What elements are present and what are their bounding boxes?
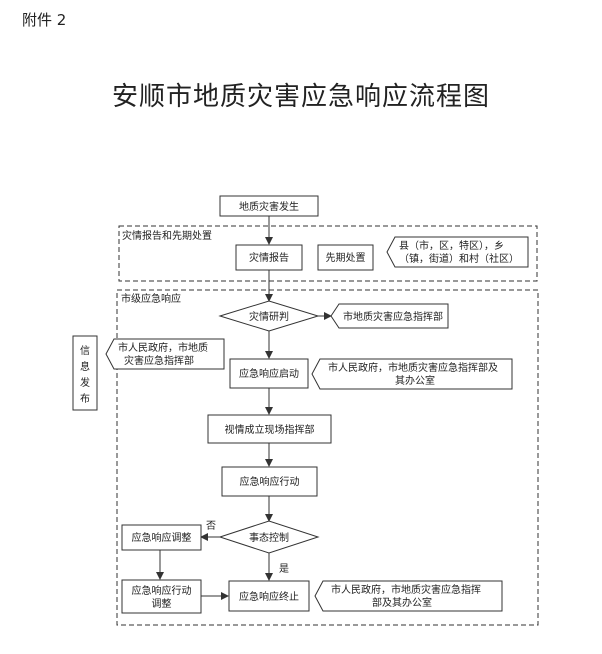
node-action-adjust	[121, 579, 202, 614]
node-early-label: 先期处置	[326, 252, 366, 264]
section-report-label: 灾情报告和先期处置	[122, 229, 212, 242]
node-end-label: 应急响应终止	[239, 590, 299, 603]
node-launch-label: 应急响应启动	[239, 367, 299, 380]
node-judge-label: 灾情研判	[249, 310, 289, 323]
node-adjust-label: 应急响应调整	[132, 531, 192, 544]
node-action-adjust-line2: 调整	[152, 597, 172, 610]
node-control-label: 事态控制	[249, 531, 289, 544]
note-county	[386, 236, 529, 268]
node-action-adjust-line1: 应急响应行动	[132, 584, 192, 597]
node-report	[235, 244, 303, 271]
node-action	[221, 466, 318, 497]
node-action-label: 应急响应行动	[240, 475, 300, 488]
section-city-label: 市级应急响应	[121, 292, 181, 305]
node-adjust	[121, 524, 202, 551]
note-gov-left-line1: 市人民政府，市地质	[118, 341, 208, 354]
note-hq	[330, 303, 449, 329]
node-info	[72, 335, 98, 411]
node-field-hq	[207, 414, 332, 444]
page-title: 安顺市地质灾害应急响应流程图	[111, 82, 490, 112]
node-start	[219, 195, 319, 217]
section-report-box	[118, 225, 538, 282]
note-gov-launch	[311, 358, 513, 390]
node-info-char3: 发	[80, 376, 90, 389]
note-gov-end-line1: 市人民政府，市地质灾害应急指挥	[331, 583, 481, 596]
node-early	[317, 244, 374, 271]
note-gov-launch-line2: 其办公室	[395, 374, 435, 387]
note-hq-label: 市地质灾害应急指挥部	[343, 310, 443, 323]
note-county-line2: （镇，街道）和村（社区）	[399, 252, 519, 265]
node-end	[228, 580, 310, 612]
node-field-hq-label: 视情成立现场指挥部	[225, 423, 315, 436]
edge-label-yes: 是	[279, 563, 289, 575]
node-info-char1: 信	[80, 345, 90, 357]
node-judge	[218, 300, 320, 332]
node-report-label: 灾情报告	[249, 251, 289, 264]
node-start-label: 地质灾害发生	[239, 200, 299, 213]
attachment-label: 附件 2	[22, 11, 67, 29]
node-info-char4: 布	[80, 393, 90, 405]
node-control	[218, 520, 320, 554]
node-launch	[229, 358, 309, 389]
edge-label-no: 否	[206, 520, 216, 532]
note-county-line1: 县（市，区，特区），乡	[399, 239, 504, 252]
note-gov-end-line2: 部及其办公室	[372, 596, 432, 609]
note-gov-left-line2: 灾害应急指挥部	[124, 354, 194, 367]
note-gov-end	[314, 580, 503, 612]
note-gov-launch-line1: 市人民政府，市地质灾害应急指挥部及	[328, 361, 498, 374]
section-city-box	[116, 289, 539, 626]
node-info-char2: 息	[80, 360, 90, 373]
note-gov-left	[105, 338, 225, 370]
